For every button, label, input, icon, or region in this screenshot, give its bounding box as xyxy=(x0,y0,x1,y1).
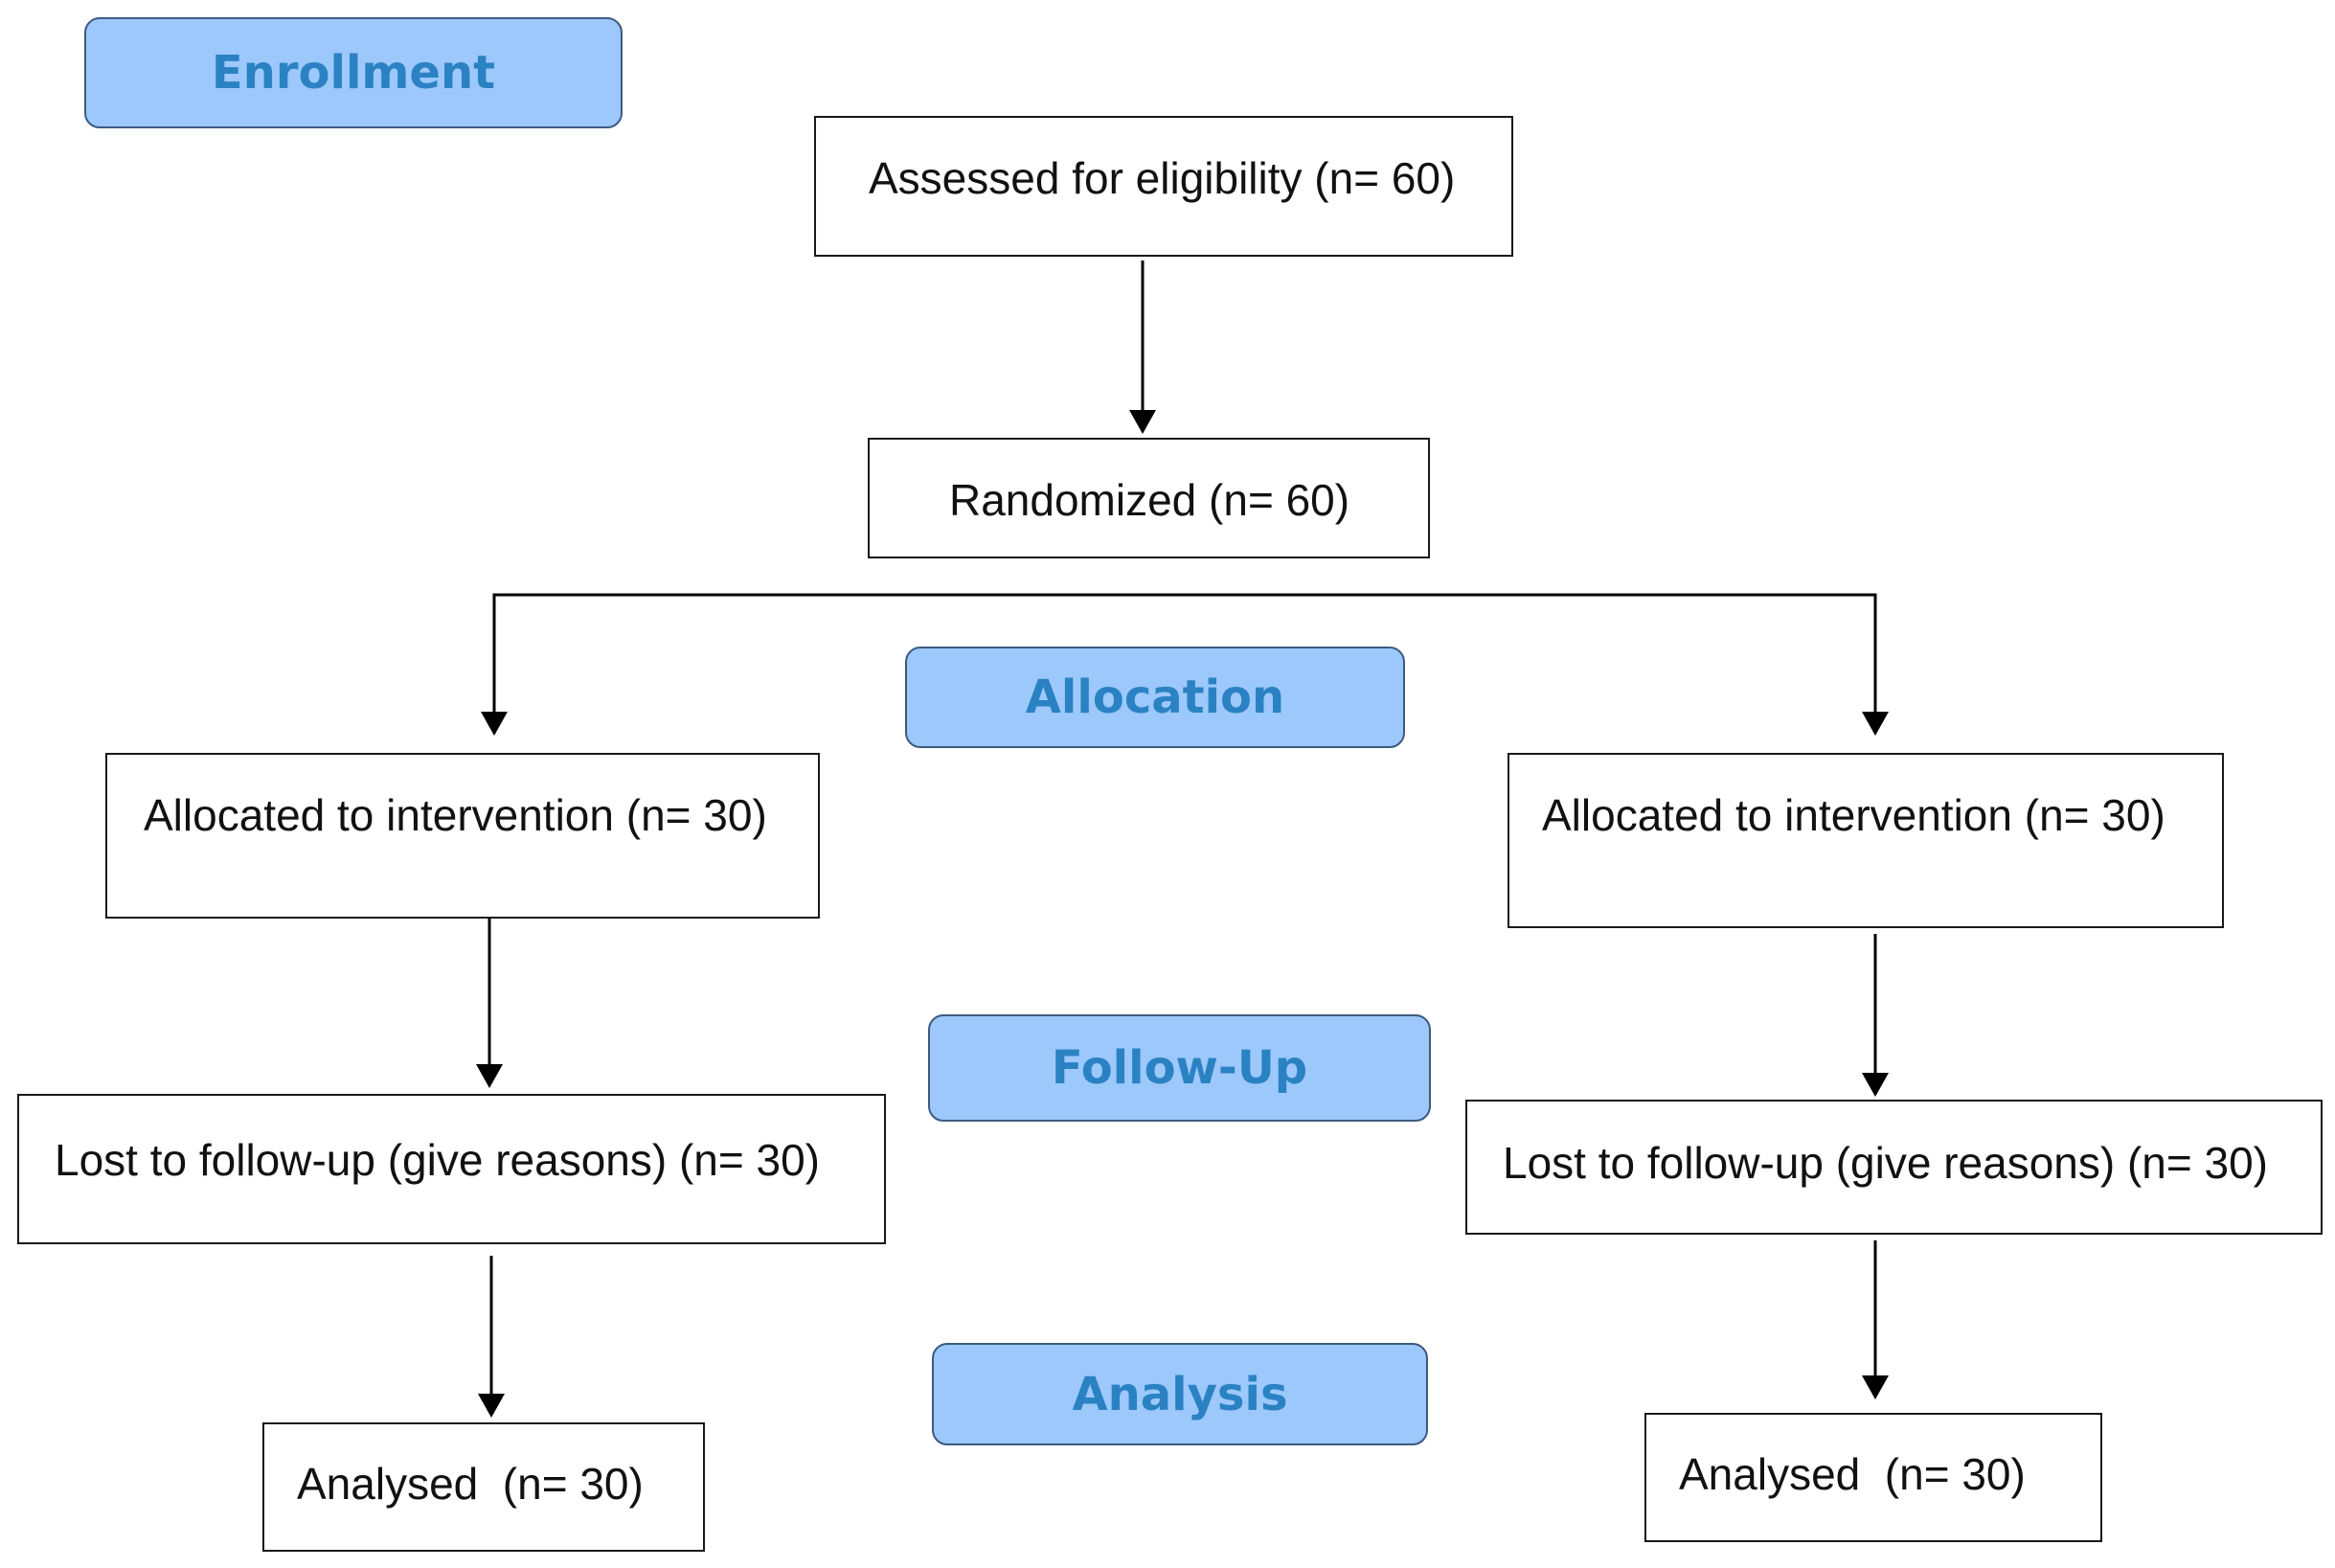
left-analysed-text: Analysed (n= 30) xyxy=(297,1459,644,1509)
right-allocated-text: Allocated to intervention (n= 30) xyxy=(1542,790,2165,840)
stage-allocation: Allocation xyxy=(905,647,1405,748)
arrowhead xyxy=(1862,712,1889,736)
arrowhead xyxy=(1862,1073,1889,1097)
left-analysed-box: Analysed (n= 30) xyxy=(262,1422,705,1552)
right-lost-text: Lost to follow-up (give reasons) (n= 30) xyxy=(1503,1138,2269,1188)
randomized-box: Randomized (n= 60) xyxy=(868,438,1430,558)
arrowhead xyxy=(1862,1375,1889,1399)
right-analysed-text: Analysed (n= 30) xyxy=(1679,1449,2026,1499)
stage-enrollment: Enrollment xyxy=(84,17,623,128)
randomized-text: Randomized (n= 60) xyxy=(949,475,1350,525)
split-line xyxy=(492,593,1877,731)
arrowhead xyxy=(476,1064,503,1088)
assessed-box: Assessed for eligibility (n= 60) xyxy=(814,116,1513,257)
right-lost-box: Lost to follow-up (give reasons) (n= 30) xyxy=(1465,1100,2323,1235)
left-allocated-text: Allocated to intervention (n= 30) xyxy=(144,790,767,840)
left-lost-text: Lost to follow-up (give reasons) (n= 30) xyxy=(55,1135,821,1185)
stage-enrollment-label: Enrollment xyxy=(211,46,496,100)
arrowhead xyxy=(478,1394,505,1418)
stage-allocation-label: Allocation xyxy=(1025,670,1285,724)
stage-follow-up: Follow-Up xyxy=(928,1014,1431,1122)
left-allocated-box: Allocated to intervention (n= 30) xyxy=(105,753,820,919)
arrowhead xyxy=(1129,410,1156,434)
stage-follow-up-label: Follow-Up xyxy=(1051,1041,1308,1095)
stage-analysis: Analysis xyxy=(932,1343,1428,1445)
stage-analysis-label: Analysis xyxy=(1072,1367,1288,1421)
left-lost-box: Lost to follow-up (give reasons) (n= 30) xyxy=(17,1094,886,1244)
arrowhead xyxy=(481,712,508,736)
assessed-text: Assessed for eligibility (n= 60) xyxy=(869,153,1456,203)
right-allocated-box: Allocated to intervention (n= 30) xyxy=(1508,753,2224,928)
right-analysed-box: Analysed (n= 30) xyxy=(1644,1413,2102,1542)
